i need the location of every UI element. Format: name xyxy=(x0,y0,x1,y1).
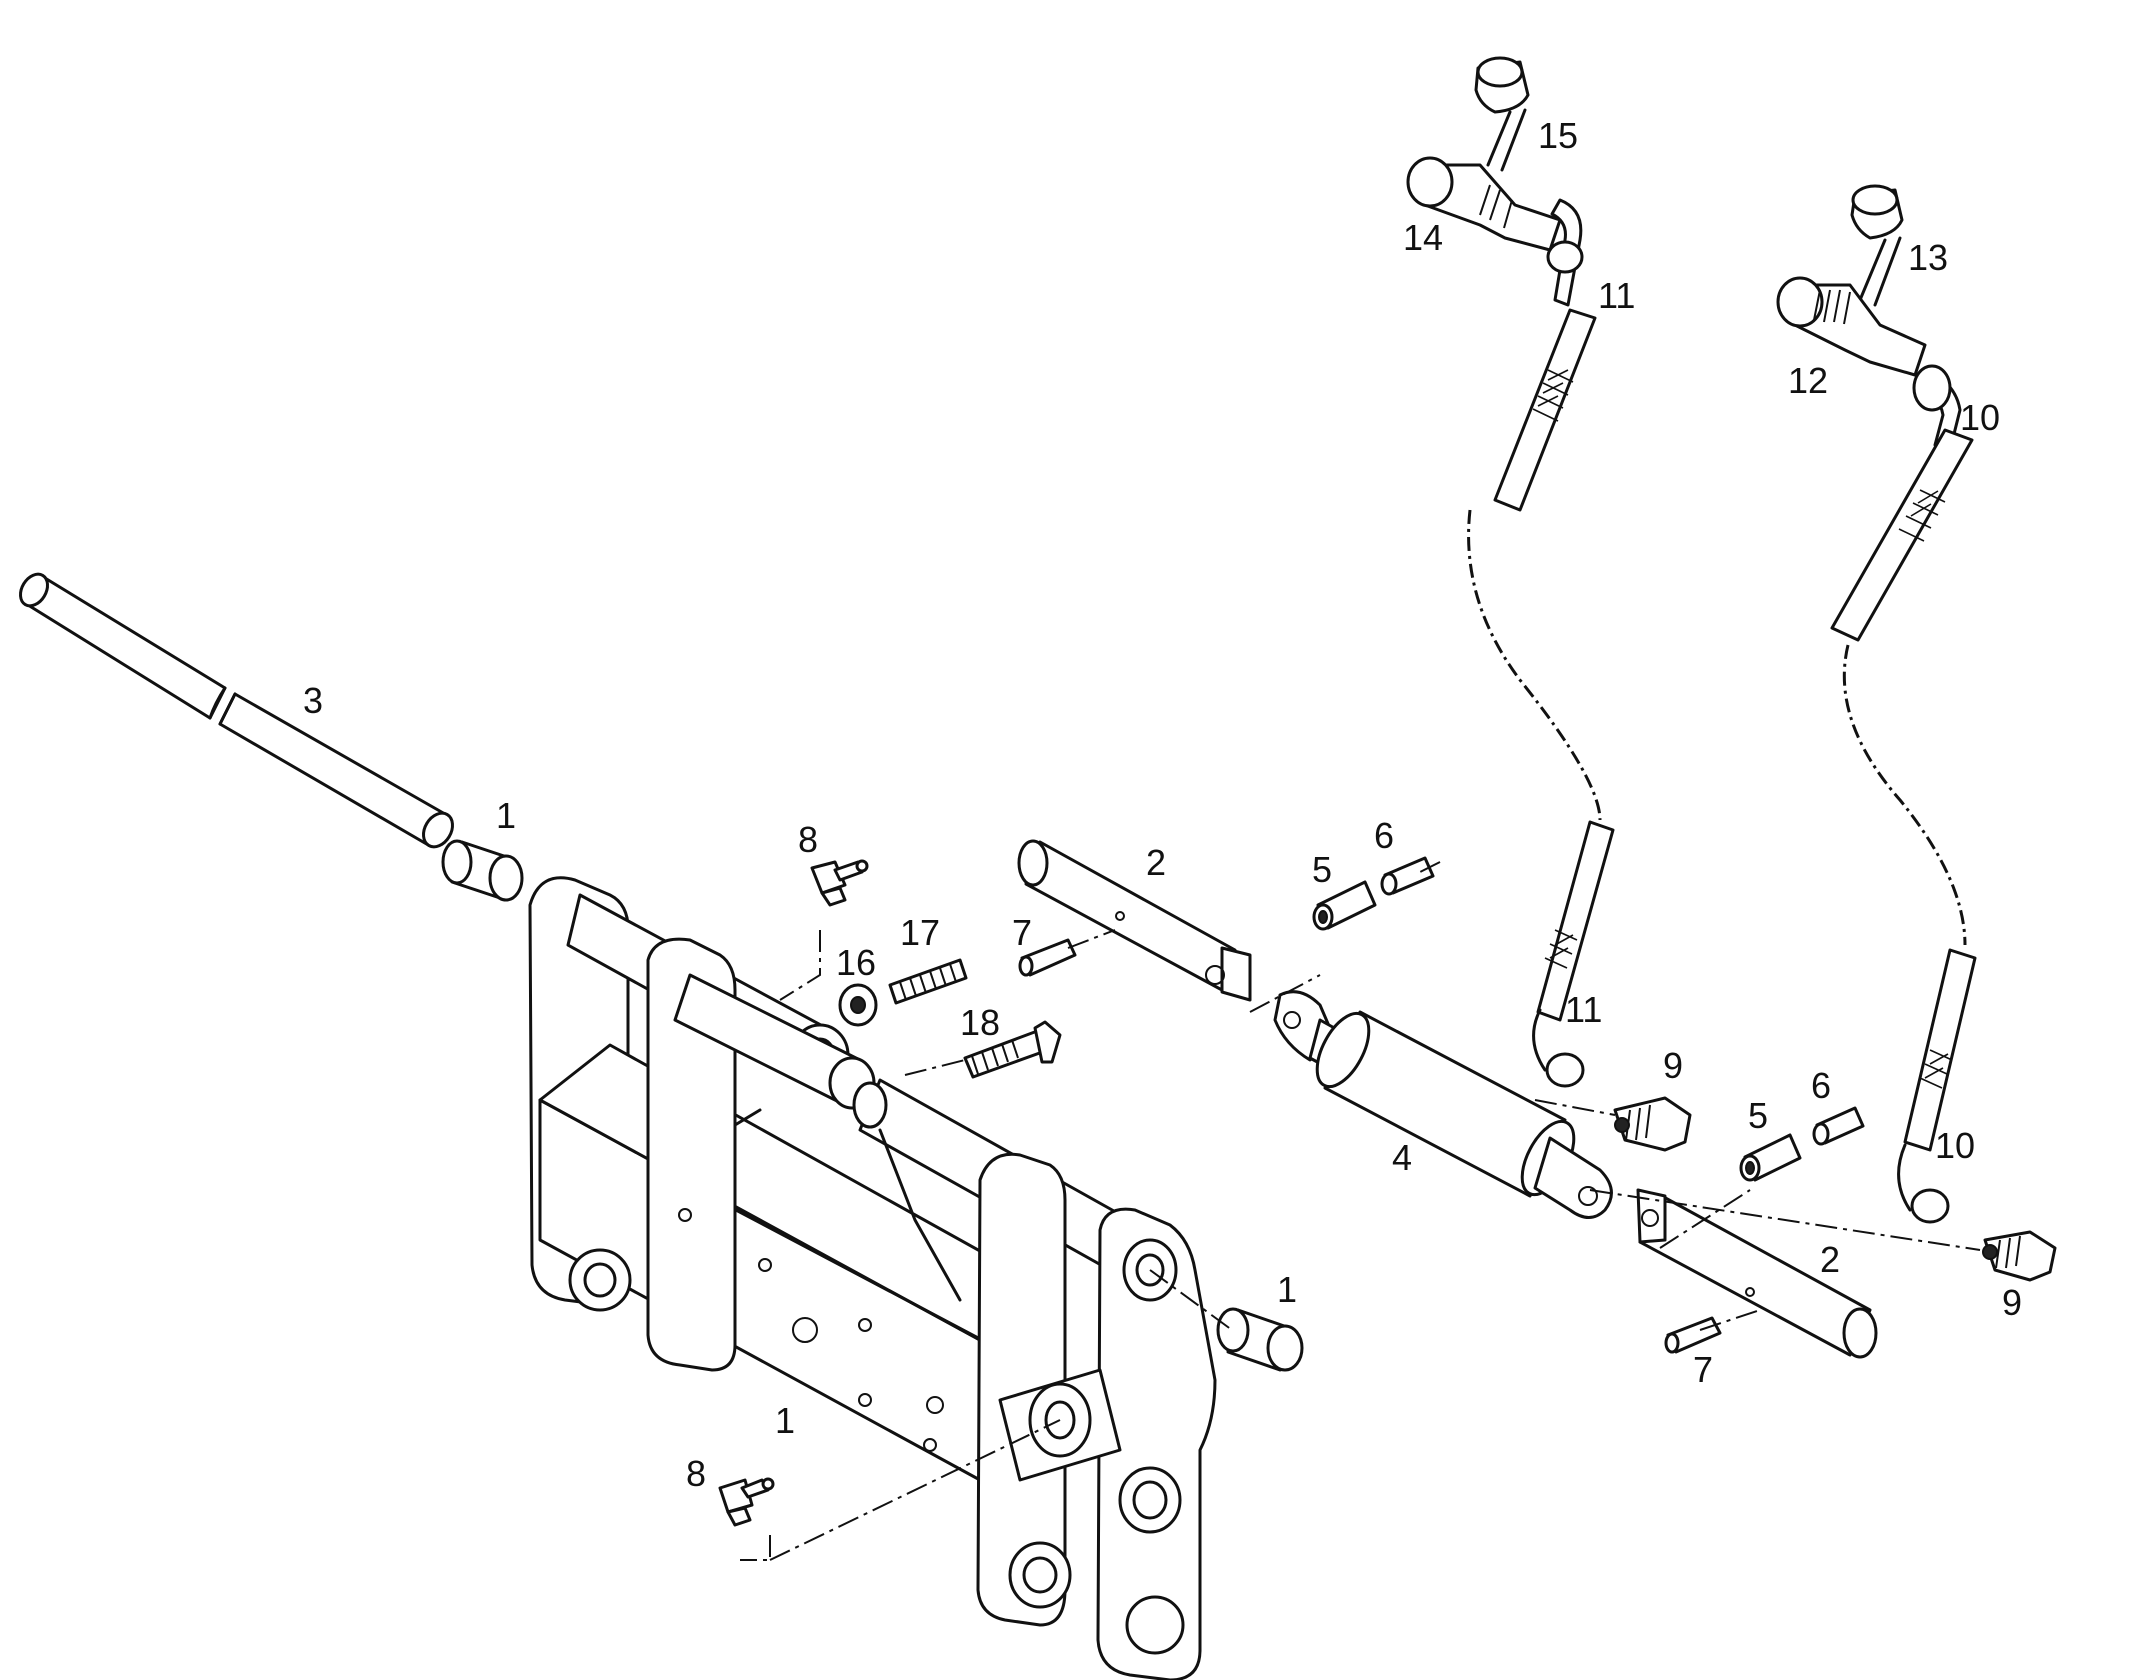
part-2-pin-upper xyxy=(1017,839,1252,1002)
part-9-fitting-upper xyxy=(1613,1096,1692,1152)
callout-17: 17 xyxy=(900,912,940,953)
callout-10-lower: 10 xyxy=(1935,1125,1975,1166)
part-6-bush-lower xyxy=(1812,1106,1865,1146)
callout-11-upper: 11 xyxy=(1598,275,1635,316)
callout-4: 4 xyxy=(1392,1137,1412,1178)
part-4-cylinder xyxy=(1273,990,1613,1219)
callout-3: 3 xyxy=(303,680,323,721)
callout-7-upper: 7 xyxy=(1012,912,1032,953)
main-frame-assembly xyxy=(528,876,1217,1680)
callout-1-right: 1 xyxy=(1277,1269,1297,1310)
assembly-lines xyxy=(740,861,1981,1561)
callout-2-upper: 2 xyxy=(1146,842,1166,883)
part-8-grease-nipple-lower xyxy=(718,1477,775,1527)
callout-2-lower: 2 xyxy=(1820,1239,1840,1280)
callout-8-upper: 8 xyxy=(798,819,818,860)
callout-15: 15 xyxy=(1538,115,1578,156)
part-5-bush-lower xyxy=(1739,1133,1802,1182)
callout-16: 16 xyxy=(836,942,876,983)
part-14-coupler xyxy=(1406,156,1562,252)
callout-labels: 3 1 1 1 8 8 16 17 18 7 7 2 2 5 5 6 6 4 9… xyxy=(303,115,2022,1494)
callout-5-upper: 5 xyxy=(1312,849,1332,890)
callout-10-upper: 10 xyxy=(1960,397,2000,438)
part-8-grease-nipple-upper xyxy=(810,859,869,907)
callout-8-lower: 8 xyxy=(686,1453,706,1494)
part-18-bolt xyxy=(963,1020,1062,1079)
part-9-fitting-lower xyxy=(1982,1230,2057,1282)
callout-14: 14 xyxy=(1403,217,1443,258)
part-6-bush-upper xyxy=(1380,856,1435,896)
callout-1-frame: 1 xyxy=(775,1400,795,1441)
part-7-rollpin-lower xyxy=(1664,1316,1722,1354)
callout-5-lower: 5 xyxy=(1748,1095,1768,1136)
callout-6-upper: 6 xyxy=(1374,815,1394,856)
part-17-setscrew xyxy=(888,958,968,1005)
part-12-coupler xyxy=(1776,276,1927,377)
callout-18: 18 xyxy=(960,1002,1000,1043)
callout-6-lower: 6 xyxy=(1811,1065,1831,1106)
callout-13: 13 xyxy=(1908,237,1948,278)
part-1-bushing-upper xyxy=(441,839,524,902)
callout-12: 12 xyxy=(1788,360,1828,401)
part-7-rollpin-upper xyxy=(1018,938,1077,977)
part-1-bushing-lower xyxy=(1216,1307,1304,1372)
callout-9-lower: 9 xyxy=(2002,1282,2022,1323)
callout-7-lower: 7 xyxy=(1693,1349,1713,1390)
part-15-dust-cap xyxy=(1474,56,1530,172)
part-13-dust-cap xyxy=(1850,184,1904,307)
part-3-shaft xyxy=(18,572,454,849)
part-2-pin-lower xyxy=(1636,1188,1878,1359)
callout-1-upper: 1 xyxy=(496,795,516,836)
part-5-bush-upper xyxy=(1312,880,1377,931)
part-10-hose xyxy=(1830,364,1977,1224)
part-16-nut xyxy=(838,983,878,1027)
part-11-hose xyxy=(1467,198,1615,1088)
callout-9-upper: 9 xyxy=(1663,1045,1683,1086)
callout-11-lower: 11 xyxy=(1565,989,1602,1030)
